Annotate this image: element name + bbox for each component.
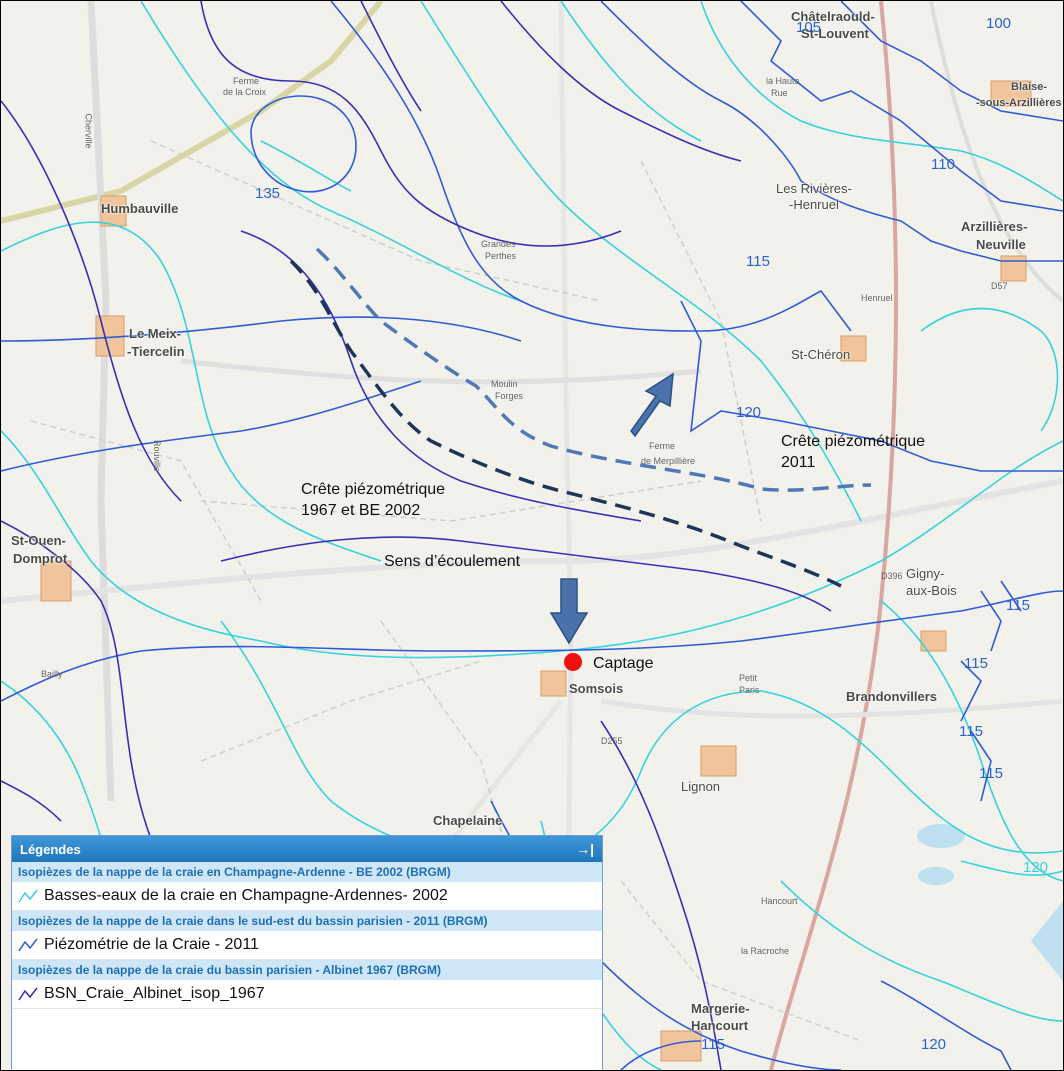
town-label: Lignon	[681, 779, 721, 794]
line-icon-indigo	[18, 987, 38, 1001]
legend-item-2011[interactable]: Piézométrie de la Craie - 2011	[12, 931, 602, 960]
place-label: Henruel	[861, 293, 893, 303]
town-label: Les Rivières-	[776, 181, 852, 196]
town-label: Chapelaine	[433, 813, 503, 828]
place-label: Moulin	[491, 379, 518, 389]
place-label: Ferme	[649, 441, 676, 451]
town-label: Arzillières-	[961, 219, 1028, 234]
town-label: Le Meix-	[129, 326, 182, 341]
settlements	[40, 80, 1032, 1062]
town-label: Brandonvillers	[846, 689, 938, 704]
place-label: Ferme	[233, 76, 260, 86]
crete-2011-annotation: Crête piézométrique 2011	[781, 431, 925, 473]
collapse-panel-icon[interactable]: →|	[576, 841, 594, 857]
place-label: Rouville	[152, 439, 163, 473]
contour-label: 115	[959, 723, 983, 740]
contour-label: 100	[986, 15, 1012, 32]
place-label: de la Croix	[223, 87, 267, 97]
town-label: -Tiercelin	[127, 344, 185, 359]
captage-label: Captage	[593, 655, 654, 672]
crete-2011-text-line2: 2011	[781, 454, 816, 471]
contour-label: 115	[964, 655, 988, 672]
legend-item-2002[interactable]: Basses-eaux de la craie en Champagne-Ard…	[12, 882, 602, 911]
place-label: Bailly	[41, 669, 63, 679]
town-label: Châtelraould-	[791, 9, 875, 24]
place-label: de Merpillière	[641, 456, 696, 466]
legend-group-title: Isopièzes de la nappe de la craie du bas…	[12, 960, 602, 980]
contour-label: 115	[701, 1036, 725, 1053]
captage-point[interactable]	[564, 653, 582, 671]
crete-1967-annotation: Crête piézométrique 1967 et BE 2002	[301, 479, 445, 521]
town-label: Margerie-	[691, 1001, 750, 1016]
legend-panel[interactable]: Légendes →| Isopièzes de la nappe de la …	[11, 835, 603, 1070]
legend-item-label: Basses-eaux de la craie en Champagne-Ard…	[44, 887, 448, 904]
contour-label: 135	[255, 185, 281, 202]
town-label: -Henruel	[789, 197, 839, 212]
place-label: Perthes	[485, 251, 517, 261]
contour-label: 105	[796, 19, 822, 36]
base-tracks	[30, 140, 862, 1042]
legend-item-1967[interactable]: BSN_Craie_Albinet_isop_1967	[12, 980, 602, 1009]
place-label: D396	[881, 571, 903, 581]
contour-label: 120	[921, 1036, 947, 1053]
contour-label: 120	[736, 404, 762, 421]
town-label: St-Chéron	[791, 347, 851, 362]
place-label: D255	[601, 736, 623, 746]
legend-item-label: BSN_Craie_Albinet_isop_1967	[44, 985, 265, 1002]
place-label: Paris	[739, 685, 760, 695]
place-label: Rue	[771, 88, 788, 98]
legend-group-title: Isopièzes de la nappe de la craie dans l…	[12, 911, 602, 931]
contour-label: 120	[1023, 859, 1049, 876]
line-icon-cyan	[18, 889, 38, 903]
contour-label: 115	[979, 765, 1003, 782]
legend-title: Légendes	[20, 841, 81, 857]
place-label: Cherville	[83, 113, 94, 149]
line-icon-blue	[18, 938, 38, 952]
place-label: Grandes	[481, 239, 516, 249]
town-label: St-Ouen-	[11, 533, 66, 548]
crete-1967-text-line2: 1967 et BE 2002	[301, 502, 421, 519]
place-label: Petit	[739, 673, 758, 683]
water-bodies	[917, 824, 1063, 981]
legend-group-title: Isopièzes de la nappe de la craie en Cha…	[12, 862, 602, 882]
town-label: -sous-Arzillières	[976, 97, 1062, 109]
town-label: Somsois	[569, 681, 624, 696]
flow-arrow-down	[549, 578, 589, 645]
place-label: D57	[991, 281, 1008, 291]
crete-2011-line	[315, 247, 872, 492]
contour-label: 110	[931, 156, 955, 173]
town-label: aux-Bois	[906, 583, 957, 598]
town-label: Humbauville	[101, 201, 179, 216]
crete-1967-text-line1: Crête piézométrique	[301, 481, 446, 498]
legend-header: Légendes →|	[12, 836, 602, 862]
flow-direction-label: Sens d’écoulement	[384, 553, 521, 570]
place-label: Hancourt	[761, 896, 798, 906]
place-label: la Haute	[766, 76, 800, 86]
crete-2011-text-line1: Crête piézométrique	[781, 433, 926, 450]
place-label: Forges	[495, 391, 524, 401]
town-label: Domprot	[13, 551, 68, 566]
town-label: Neuville	[976, 237, 1026, 252]
town-label: Blaise-	[1011, 81, 1048, 93]
contour-label: 115	[746, 253, 770, 270]
town-label: St-Louvent	[801, 26, 869, 41]
crete-1967-line	[289, 259, 842, 588]
place-label: la Racroche	[741, 946, 790, 956]
town-label: Gigny-	[906, 566, 945, 581]
town-label: Hancourt	[691, 1018, 749, 1033]
legend-item-label: Piézométrie de la Craie - 2011	[44, 936, 259, 953]
contour-label: 115	[1006, 597, 1030, 614]
flow-arrow-up	[630, 372, 674, 438]
